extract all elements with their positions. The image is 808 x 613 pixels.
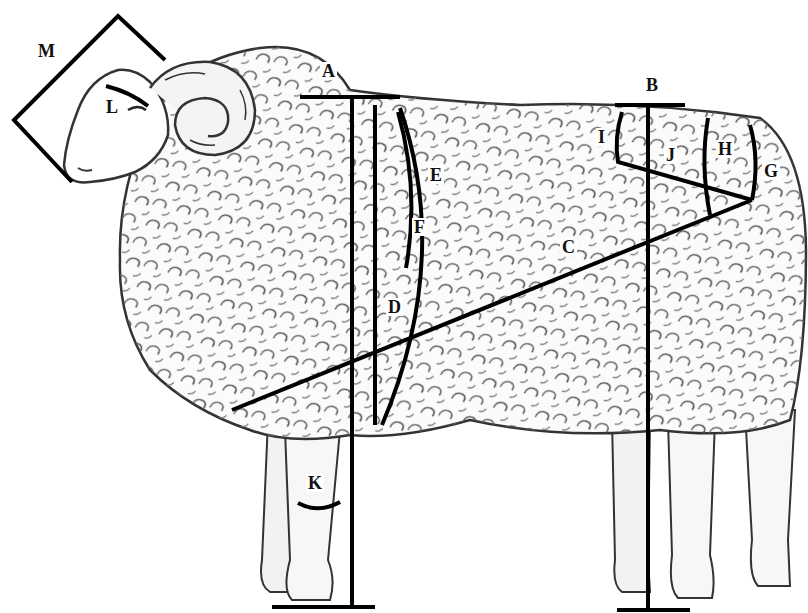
measurement-label: L <box>104 98 120 116</box>
horn <box>150 62 255 155</box>
measurement-label: C <box>560 238 577 256</box>
measurement-label: H <box>716 140 734 158</box>
measurement-label: D <box>386 298 403 316</box>
measurement-label: A <box>320 62 337 80</box>
near-legs <box>285 410 795 600</box>
eye <box>128 107 146 110</box>
sheep-body <box>120 47 806 439</box>
measurement-label: K <box>306 474 324 492</box>
nostril <box>78 168 92 171</box>
measurement-label: B <box>644 76 660 94</box>
measurement-label: F <box>412 218 427 236</box>
measurement-label: M <box>36 42 57 60</box>
measurement-label: G <box>762 162 780 180</box>
wool-texture <box>120 47 806 439</box>
measurement-label: E <box>428 166 444 184</box>
measurement-label: J <box>664 146 677 164</box>
measurement-lines <box>14 16 756 610</box>
measurement-label: I <box>596 128 607 146</box>
